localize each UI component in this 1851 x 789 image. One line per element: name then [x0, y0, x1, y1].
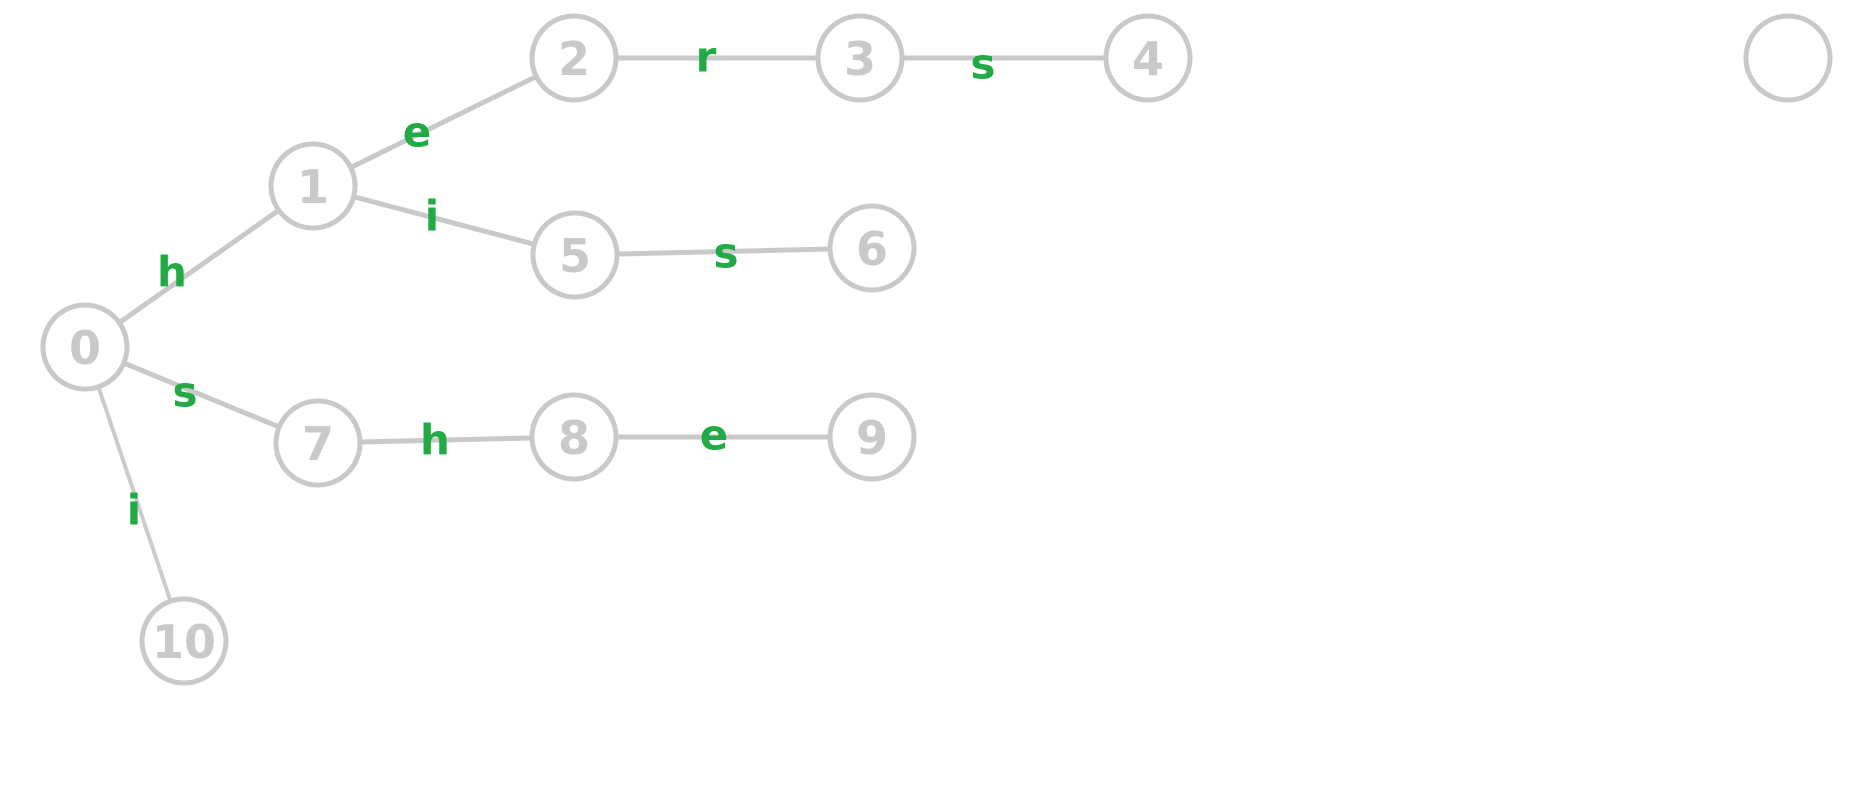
- graph-node-label: 7: [302, 417, 334, 471]
- graph-edge-label: s: [971, 40, 996, 89]
- nodes-layer: 0 1 2 3 4 5 6 7 8 9 10: [40, 13, 1833, 686]
- graph-node-circle[interactable]: [1103, 13, 1193, 103]
- graph-node[interactable]: 4: [1103, 13, 1193, 103]
- graph-node-circle[interactable]: [139, 596, 229, 686]
- graph-edge-label: i: [127, 486, 141, 535]
- graph-node-label: 10: [152, 615, 216, 669]
- graph-node-circle[interactable]: [827, 203, 917, 293]
- graph-node-label: 6: [856, 222, 888, 276]
- graph-node-label: 0: [69, 321, 101, 375]
- graph-node-circle[interactable]: [273, 398, 363, 488]
- graph-node-label: 8: [558, 411, 590, 465]
- graph-node[interactable]: 5: [530, 210, 620, 300]
- graph-edge-label: h: [420, 416, 450, 465]
- graph-node-circle[interactable]: [268, 141, 358, 231]
- graph-node[interactable]: 10: [139, 596, 229, 686]
- graph-node[interactable]: 0: [40, 302, 130, 392]
- graph-edge-label: e: [700, 411, 729, 460]
- graph-edge[interactable]: [353, 194, 535, 247]
- graph-edge[interactable]: [96, 387, 173, 601]
- graph-node[interactable]: 9: [827, 392, 917, 482]
- graph-edge-label: s: [714, 229, 739, 278]
- graph-edge[interactable]: [123, 361, 280, 429]
- graph-node-label: 5: [559, 229, 591, 283]
- graph-edge[interactable]: [118, 208, 280, 325]
- graph-node[interactable]: 1: [268, 141, 358, 231]
- graph-node-circle[interactable]: [1743, 13, 1833, 103]
- edges-layer: [96, 55, 1105, 601]
- graph-node-label: 2: [558, 32, 590, 86]
- graph-node[interactable]: 7: [273, 398, 363, 488]
- graph-edge-label: r: [696, 33, 717, 82]
- graph-node-circle[interactable]: [529, 13, 619, 103]
- graph-edge[interactable]: [617, 246, 830, 257]
- graph-node-circle[interactable]: [40, 302, 130, 392]
- graph-node-circle[interactable]: [529, 392, 619, 482]
- graph-node-label: 9: [856, 411, 888, 465]
- graph-edge[interactable]: [350, 74, 537, 170]
- graph-node-circle[interactable]: [815, 13, 905, 103]
- graph-node-label: 3: [844, 32, 876, 86]
- graph-node-circle[interactable]: [827, 392, 917, 482]
- graph-edge[interactable]: [360, 435, 532, 445]
- graph-node[interactable]: 6: [827, 203, 917, 293]
- graph-node[interactable]: [1743, 13, 1833, 103]
- graph-node[interactable]: 2: [529, 13, 619, 103]
- graph-edge-label: h: [157, 248, 187, 297]
- graph-node[interactable]: 8: [529, 392, 619, 482]
- graph-edge-label: i: [425, 192, 439, 241]
- graph-edge-label: e: [403, 108, 432, 157]
- graph-edge-label: s: [173, 368, 198, 417]
- graph-node-label: 1: [297, 160, 329, 214]
- graph-node-circle[interactable]: [530, 210, 620, 300]
- graph-node-label: 4: [1132, 32, 1164, 86]
- graph-node[interactable]: 3: [815, 13, 905, 103]
